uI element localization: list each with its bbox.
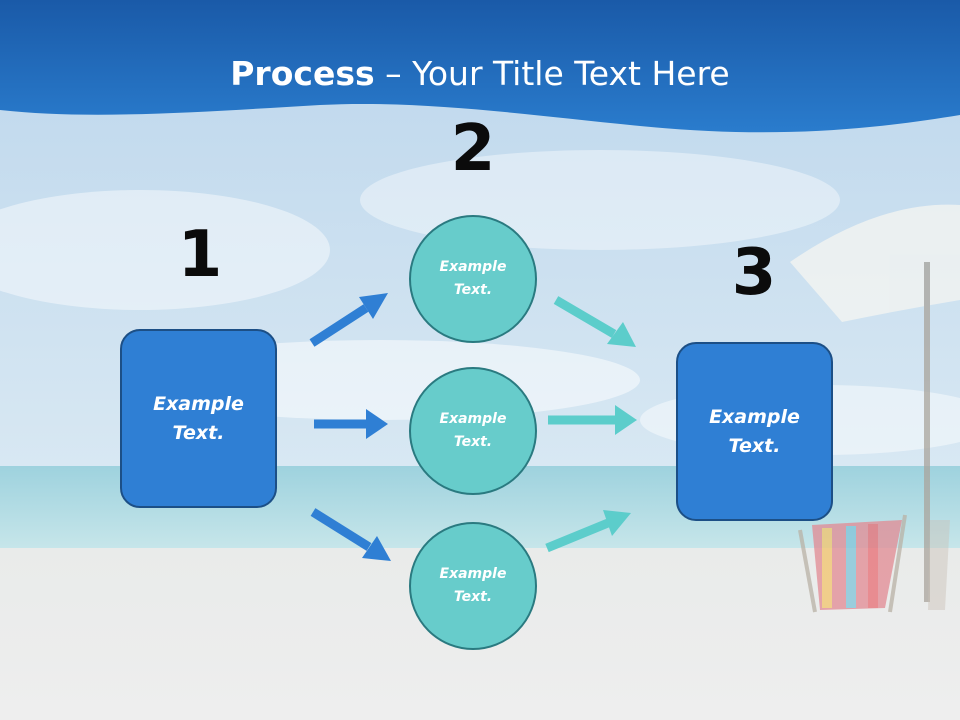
arrow-to-middle-circle bbox=[314, 409, 388, 439]
step-3-box[interactable]: Example Text. bbox=[676, 342, 833, 521]
circle-label-line2: Text. bbox=[453, 434, 493, 450]
arrow-from-bottom-circle bbox=[545, 510, 631, 553]
step-2-circle-top[interactable]: Example Text. bbox=[409, 215, 537, 343]
circle-label-line1: Example bbox=[439, 259, 507, 275]
step-3-label-line1: Example bbox=[709, 405, 800, 428]
circle-label-line1: Example bbox=[439, 566, 507, 582]
step-number-2: 2 bbox=[450, 112, 496, 186]
step-number-3: 3 bbox=[731, 236, 777, 310]
step-2-circle-middle[interactable]: Example Text. bbox=[409, 367, 537, 495]
circle-label-line1: Example bbox=[439, 411, 507, 427]
header-band bbox=[0, 0, 960, 133]
step-2-circle-bottom[interactable]: Example Text. bbox=[409, 522, 537, 650]
step-3-label-line2: Text. bbox=[728, 434, 781, 457]
circle-label-line2: Text. bbox=[453, 589, 493, 605]
step-1-box[interactable]: Example Text. bbox=[120, 329, 277, 508]
step-1-label-line1: Example bbox=[153, 392, 244, 415]
step-number-1: 1 bbox=[177, 218, 223, 292]
umbrella-icon bbox=[790, 204, 960, 602]
arrow-to-top-circle bbox=[309, 293, 388, 347]
arrow-from-middle-circle bbox=[548, 405, 637, 435]
arrow-from-top-circle bbox=[553, 296, 636, 347]
circle-label-line2: Text. bbox=[453, 282, 493, 298]
arrow-to-bottom-circle bbox=[310, 508, 391, 561]
beach-chair-icon bbox=[798, 514, 950, 613]
page-title: Process – Your Title Text Here bbox=[230, 54, 730, 93]
step-1-label-line2: Text. bbox=[172, 421, 225, 444]
